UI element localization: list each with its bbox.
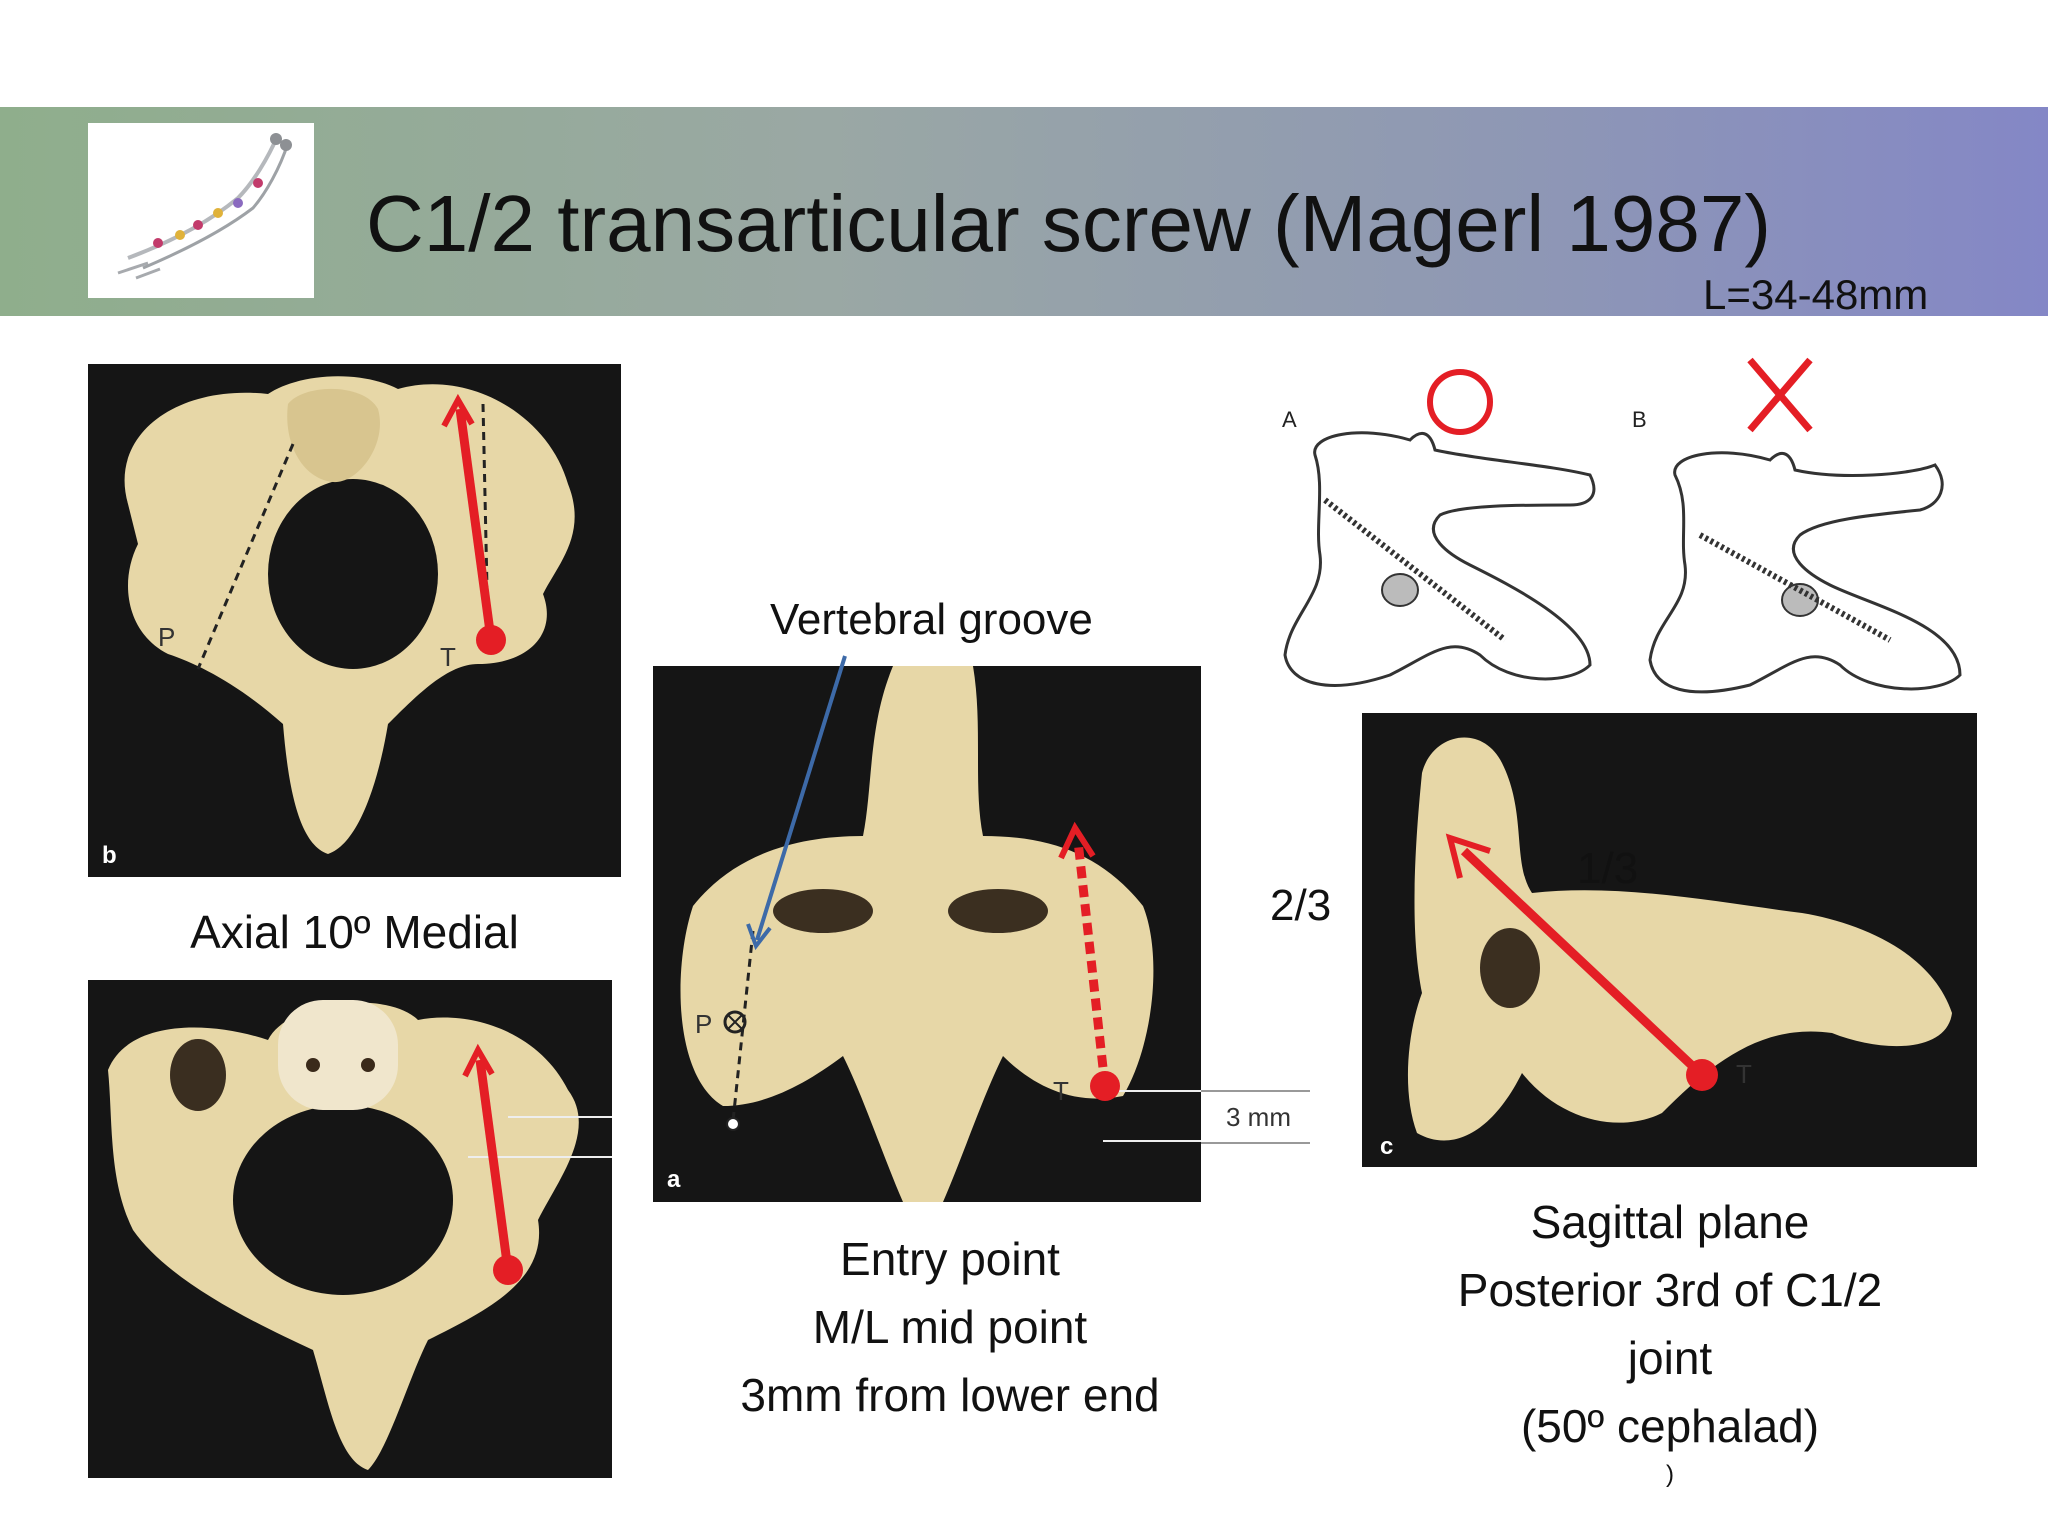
- posterior-entry-dot: [1090, 1071, 1120, 1101]
- groove-dashed-line: [731, 930, 755, 1122]
- slide-title: C1/2 transarticular screw (Magerl 1987): [366, 179, 1771, 268]
- header-band: [0, 107, 2048, 316]
- entry-caption: Entry point M/L mid point 3mm from lower…: [660, 1225, 1240, 1429]
- sagittal-entry-dot: [1686, 1059, 1718, 1091]
- ratio-top-label: 1/3: [1577, 844, 1639, 893]
- axial-caption: Axial 10º Medial: [190, 906, 519, 958]
- spine-implant-logo: [88, 123, 314, 298]
- schematic-diagram: A B: [1270, 355, 2010, 705]
- posterior-frame-letter: a: [667, 1166, 681, 1193]
- schematic-screw-b: [1698, 532, 1892, 643]
- sagittal-photo: 1/3 T c: [1362, 713, 1977, 1167]
- axial-t-guide-line: [481, 403, 490, 635]
- posterior-screw-arrow: [1073, 840, 1110, 1087]
- axial-screw-arrow: [455, 408, 496, 640]
- inferior-screw-arrow: [475, 1059, 513, 1271]
- ratio-side-label: 2/3: [1270, 881, 1332, 930]
- posterior-point-p: P: [695, 1009, 713, 1039]
- correct-circle-icon: [1427, 369, 1493, 435]
- sagittal-caption-line-5: ): [1666, 1461, 1674, 1488]
- sagittal-screw-arrow: [1460, 847, 1706, 1079]
- axial-photo-inferior: [88, 980, 612, 1478]
- sagittal-caption: Sagittal plane Posterior 3rd of C1/2 joi…: [1380, 1188, 1960, 1490]
- axial-frame-letter: b: [102, 842, 117, 869]
- sagittal-caption-line-1: Sagittal plane: [1530, 1196, 1810, 1248]
- sagittal-frame-letter: c: [1380, 1133, 1394, 1160]
- axial-photo: P T b: [88, 364, 621, 877]
- sagittal-caption-line-2: Posterior 3rd of C1/2: [1457, 1264, 1883, 1316]
- axial-entry-dot: [476, 625, 506, 655]
- posterior-photo: P T a: [653, 666, 1201, 1202]
- posterior-point-t: T: [1053, 1076, 1069, 1106]
- schematic-label-b: B: [1632, 407, 1647, 432]
- axial-point-p: P: [158, 622, 176, 652]
- incorrect-cross-icon: [1747, 357, 1813, 433]
- measure-label: 3 mm: [1226, 1102, 1291, 1132]
- axial-p-guide-line: [196, 443, 295, 670]
- sagittal-caption-line-4: (50º cephalad): [1520, 1400, 1820, 1452]
- screw-length: L=34-48mm: [1703, 271, 1929, 318]
- sagittal-point-t: T: [1736, 1059, 1752, 1089]
- axial-point-t: T: [440, 642, 456, 672]
- vertebral-groove-label: Vertebral groove: [770, 595, 1093, 644]
- entry-caption-line-3: 3mm from lower end: [740, 1369, 1160, 1421]
- entry-caption-line-2: M/L mid point: [812, 1301, 1088, 1353]
- sagittal-caption-line-3: joint: [1627, 1332, 1713, 1384]
- inferior-entry-dot: [493, 1255, 523, 1285]
- entry-caption-line-1: Entry point: [840, 1233, 1060, 1285]
- schematic-screw-a: [1323, 497, 1507, 643]
- schematic-label-a: A: [1282, 407, 1297, 432]
